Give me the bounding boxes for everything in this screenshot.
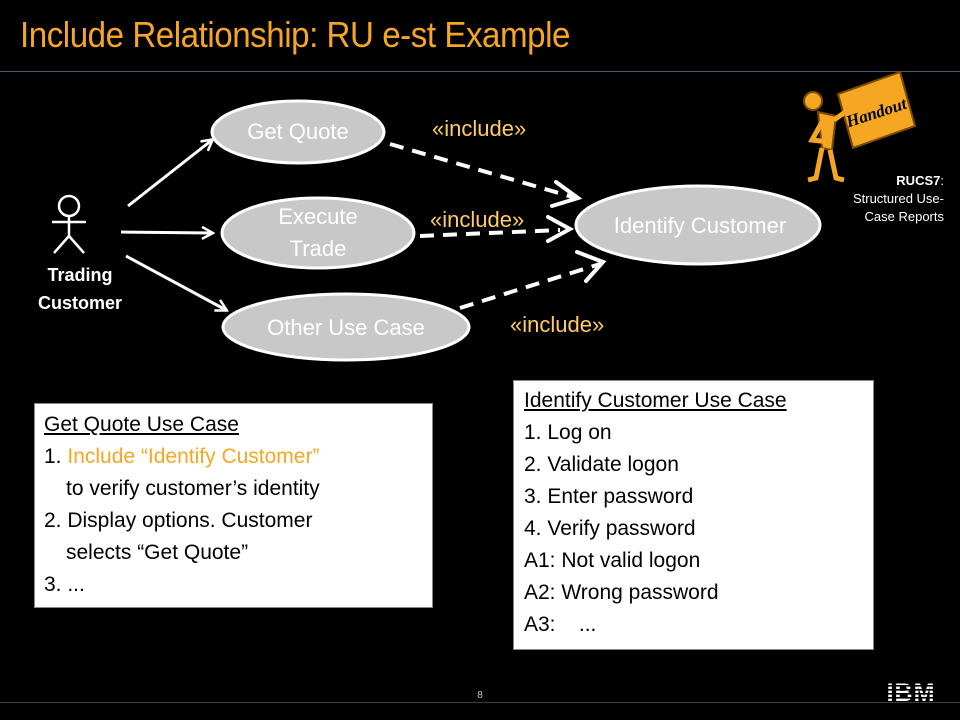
ibm-logo: IBM <box>878 679 944 705</box>
association-arrows <box>120 140 226 310</box>
association-execute-trade <box>120 232 212 233</box>
use-case-execute-trade <box>220 196 416 270</box>
use-case-identify-customer <box>574 184 822 266</box>
handout-ref-line3: Case Reports <box>864 209 944 224</box>
handout-ref-code: RUCS7 <box>896 173 941 188</box>
identify-customer-use-case-box: Identify Customer Use Case 1. Log on 2. … <box>513 380 874 650</box>
use-case-execute-trade-label-line1: Execute <box>278 204 358 229</box>
use-case-get-quote-label: Get Quote <box>247 119 349 144</box>
include-arrow-get-quote <box>389 142 577 200</box>
footer-divider <box>0 702 960 703</box>
include-arrow-other-use-case <box>459 262 601 310</box>
identify-box-heading: Identify Customer Use Case <box>524 389 787 412</box>
title-divider <box>0 71 960 72</box>
actor-label-line2: Customer <box>38 293 122 313</box>
identify-alt-line: A2: Wrong password <box>524 581 719 604</box>
identify-step-line: 1. Log on <box>524 421 612 444</box>
handout-ref-line2: Structured Use- <box>852 191 944 206</box>
include-label-get-quote: «include» <box>432 116 526 141</box>
use-case-other <box>221 292 471 362</box>
get-quote-step3: 3. ... <box>44 573 85 596</box>
use-case-get-quote <box>210 99 386 165</box>
include-label-execute-trade: «include» <box>430 207 524 232</box>
handout-ref-colon: : <box>940 173 944 188</box>
get-quote-step1-number: 1. <box>44 445 68 468</box>
use-case-execute-trade-label-line2: Trade <box>290 236 347 261</box>
get-quote-step1-continuation: to verify customer’s identity <box>66 477 320 500</box>
include-label-other-use-case: «include» <box>510 312 604 337</box>
get-quote-step1: 1. Include “Identify Customer” <box>44 441 432 473</box>
handout-character-icon: Handout <box>803 70 917 183</box>
identify-step-line: 3. Enter password <box>524 485 694 508</box>
ibm-logo-text: IBM <box>887 679 936 705</box>
include-arrowheads <box>546 180 607 283</box>
get-quote-box-heading: Get Quote Use Case <box>44 413 239 436</box>
get-quote-step2: 2. Display options. Customer <box>44 509 313 532</box>
actor-stick-figure-icon <box>52 194 86 254</box>
slide-title: Include Relationship: RU e-st Example <box>20 14 570 55</box>
identify-step-line: 2. Validate logon <box>524 453 679 476</box>
include-arrows <box>389 142 601 310</box>
identify-alt-line: A3: ... <box>524 613 597 636</box>
get-quote-step1-include: Include “Identify Customer” <box>67 445 320 468</box>
handout-reference: RUCS7: Structured Use- Case Reports <box>853 172 944 226</box>
get-quote-use-case-box: Get Quote Use Case 1. Include “Identify … <box>34 403 433 608</box>
use-case-identify-customer-label: Identify Customer <box>614 213 786 238</box>
actor-label-line1: Trading <box>47 265 112 285</box>
use-case-other-label: Other Use Case <box>267 315 425 340</box>
identify-step-line: 4. Verify password <box>524 517 696 540</box>
association-other-use-case <box>125 254 226 310</box>
identify-alt-line: A1: Not valid logon <box>524 549 701 572</box>
include-arrow-execute-trade <box>419 228 561 238</box>
get-quote-step2-continuation: selects “Get Quote” <box>66 541 249 564</box>
association-get-quote <box>127 140 212 208</box>
page-number: 8 <box>477 690 483 701</box>
